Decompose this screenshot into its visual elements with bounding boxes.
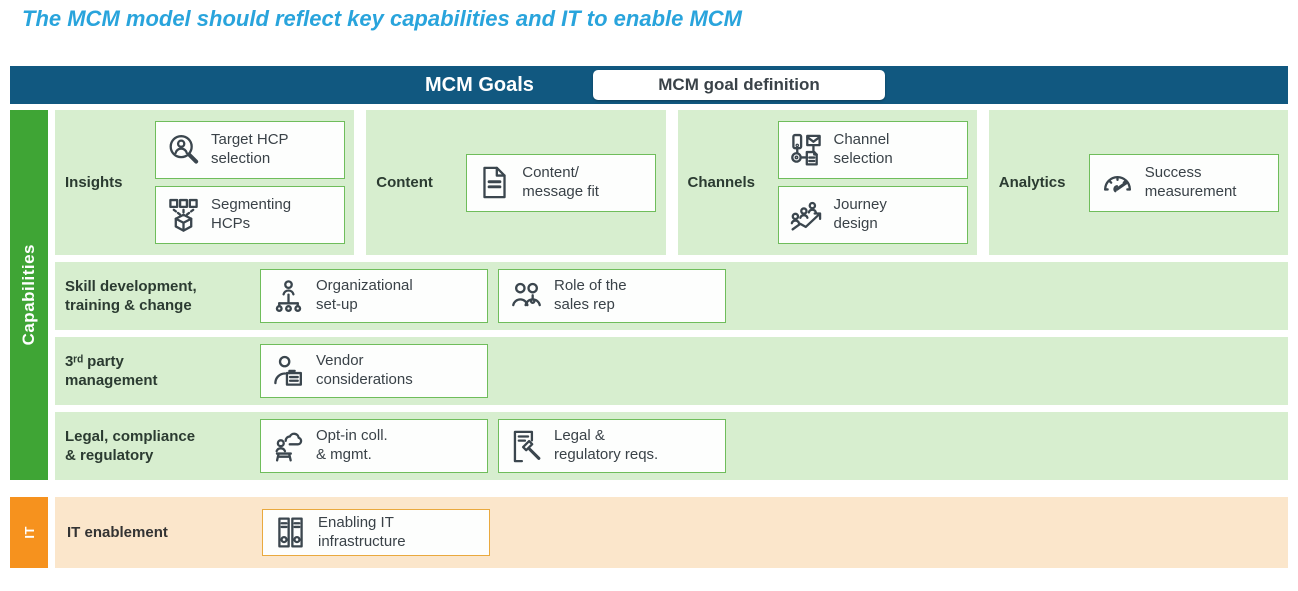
person-document-icon	[270, 353, 307, 390]
capability-card: Role of the sales rep	[498, 269, 726, 323]
card-label: Journey design	[833, 196, 887, 232]
row-cards: Organizational set-up Role of the sales r…	[260, 269, 726, 323]
capability-card: Journey design	[777, 186, 968, 244]
card-label: Channel selection	[833, 131, 893, 167]
row-label: Legal, compliance & regulatory	[65, 427, 196, 465]
capability-section-analytics: Analytics Success measurement	[988, 110, 1288, 255]
mcm-goals-title: MCM Goals	[425, 73, 534, 96]
capability-card: Channel selection	[777, 121, 968, 179]
row-label: 3ʳᵈ party management	[65, 352, 158, 390]
section-label: Analytics	[998, 174, 1066, 191]
card-label: Content/ message fit	[522, 163, 599, 200]
capability-card: Target HCP selection	[155, 121, 345, 179]
gauge-icon	[1099, 164, 1136, 201]
section-label: Content	[376, 174, 433, 191]
capabilities-sidebar-label: Capabilities	[19, 244, 38, 346]
capability-card: Segmenting HCPs	[155, 186, 345, 244]
server-binders-icon	[272, 514, 309, 551]
capabilities-area: Capabilities Insights Target HCP selectio…	[10, 110, 1288, 480]
capability-card: Organizational set-up	[260, 269, 488, 323]
mcm-goal-definition-box: MCM goal definition	[593, 70, 885, 100]
document-icon	[476, 164, 513, 201]
card-label: Segmenting HCPs	[211, 196, 292, 232]
it-sidebar-label: IT	[21, 526, 37, 539]
org-chart-icon	[270, 278, 307, 315]
row-cards: Opt-in coll. & mgmt. Legal & regulatory r…	[260, 419, 726, 473]
capability-card: Enabling IT infrastructure	[262, 509, 490, 556]
capability-card: Legal & regulatory reqs.	[498, 419, 726, 473]
card-label: Role of the sales rep	[554, 277, 627, 313]
capability-section-content: Content Content/ message fit	[366, 110, 666, 255]
card-label: Success measurement	[1144, 163, 1237, 200]
capability-card: Success measurement	[1088, 153, 1279, 212]
section-cards: Content/ message fit	[466, 153, 657, 212]
card-label: Target HCP selection	[211, 131, 289, 167]
document-gavel-icon	[508, 428, 545, 465]
section-label: Insights	[65, 174, 123, 191]
capability-row: 3ʳᵈ party management Vendor consideration…	[55, 337, 1288, 405]
it-row: IT enablement Enabling IT infrastructure	[55, 497, 1288, 568]
card-label: Vendor considerations	[316, 352, 413, 388]
it-row-label: IT enablement	[67, 524, 168, 541]
capability-card: Opt-in coll. & mgmt.	[260, 419, 488, 473]
card-label: Legal & regulatory reqs.	[554, 427, 659, 463]
segmentation-cube-icon	[165, 197, 202, 234]
capability-rows: Skill development, training & change Orga…	[55, 255, 1288, 480]
section-label: Channels	[687, 174, 756, 191]
it-sidebar: IT	[10, 497, 48, 568]
capability-card: Content/ message fit	[466, 153, 657, 212]
section-cards: Success measurement	[1088, 153, 1279, 212]
magnifier-person-icon	[165, 132, 202, 169]
it-cards: Enabling IT infrastructure	[262, 509, 490, 556]
journey-growth-icon	[788, 197, 825, 234]
row-cards: Vendor considerations	[260, 344, 488, 398]
person-cloud-icon	[270, 428, 307, 465]
two-people-icon	[508, 278, 545, 315]
it-area: IT IT enablement Enabling IT infrastruct…	[10, 497, 1288, 568]
card-label: Enabling IT infrastructure	[318, 513, 406, 550]
row-label: Skill development, training & change	[65, 277, 197, 315]
capability-row: Skill development, training & change Orga…	[55, 262, 1288, 330]
capabilities-sidebar: Capabilities	[10, 110, 48, 480]
capability-row: Legal, compliance & regulatory Opt-in col…	[55, 412, 1288, 480]
card-label: Opt-in coll. & mgmt.	[316, 427, 388, 463]
card-label: Organizational set-up	[316, 277, 413, 313]
mcm-goals-header-bar: MCM Goals MCM goal definition	[10, 66, 1288, 104]
page-title: The MCM model should reflect key capabil…	[22, 6, 743, 31]
channel-mix-icon	[788, 132, 825, 169]
capability-card: Vendor considerations	[260, 344, 488, 398]
